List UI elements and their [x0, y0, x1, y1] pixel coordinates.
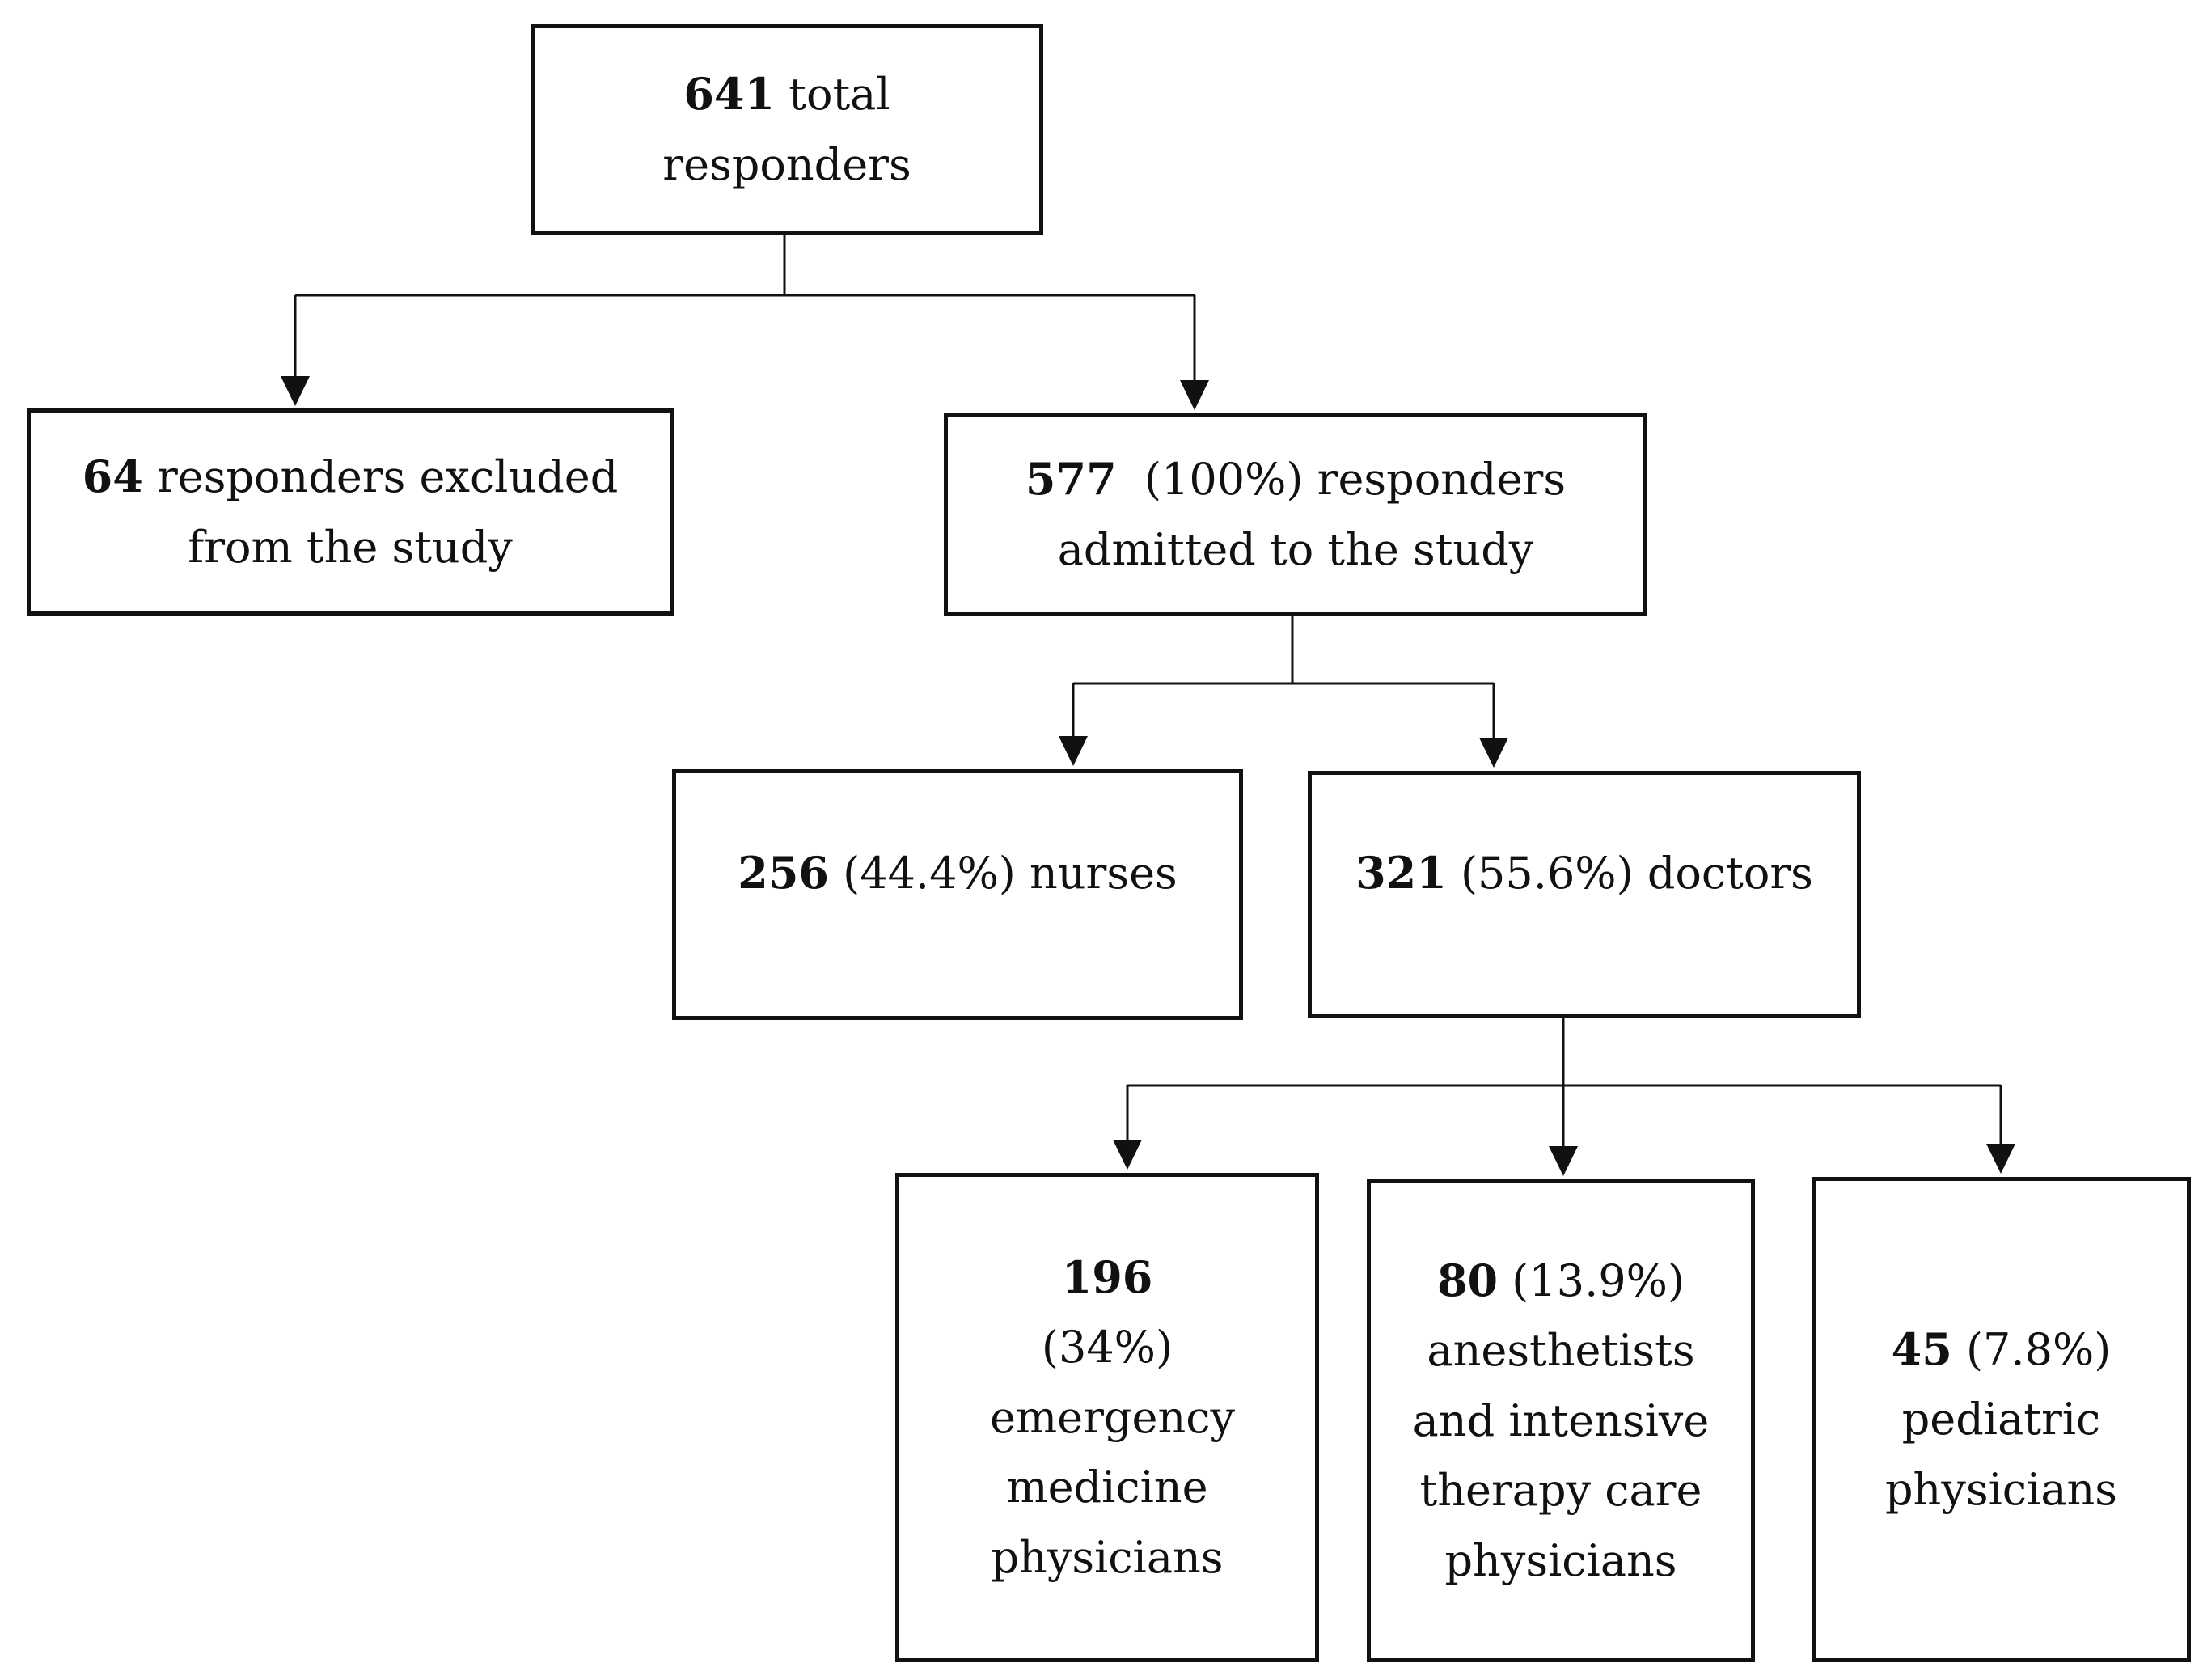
arrowhead-excluded	[281, 376, 310, 406]
admitted-responders-box: 577 (100%) responders admitted to the st…	[944, 413, 1647, 616]
arrowhead-pediatric	[1986, 1144, 2015, 1174]
emergency-label: (34%) emergency medicine physicians	[990, 1322, 1235, 1583]
pediatric-box: 45 (7.8%) pediatric physicians	[1812, 1177, 2191, 1662]
arrowhead-admitted	[1180, 380, 1209, 410]
admitted-label: (100%) responders admitted to the study	[1057, 454, 1580, 575]
total-responders-box: 641 total responders	[531, 24, 1043, 235]
anesthetists-count: 80	[1436, 1255, 1499, 1307]
arrowhead-emergency	[1113, 1140, 1142, 1170]
anesthetists-label: (13.9%) anesthetists and intensive thera…	[1412, 1255, 1710, 1586]
arrowhead-nurses	[1059, 736, 1088, 766]
pediatric-label: (7.8%) pediatric physicians	[1884, 1323, 2118, 1515]
excluded-responders-box: 64 responders excluded from the study	[27, 408, 674, 616]
total-count: 641	[683, 68, 776, 121]
nurses-box: 256 (44.4%) nurses	[672, 769, 1243, 1020]
admitted-count: 577	[1025, 453, 1117, 506]
doctors-count: 321	[1355, 847, 1447, 899]
arrowhead-doctors	[1479, 738, 1508, 768]
emergency-medicine-box: 196 (34%) emergency medicine physicians	[895, 1173, 1319, 1662]
excluded-count: 64	[82, 451, 143, 503]
arrowhead-anesthetists	[1549, 1146, 1578, 1176]
anesthetists-box: 80 (13.9%) anesthetists and intensive th…	[1367, 1179, 1755, 1662]
pediatric-count: 45	[1891, 1322, 1952, 1375]
nurses-label: (44.4%) nurses	[828, 848, 1178, 899]
doctors-box: 321 (55.6%) doctors	[1308, 771, 1861, 1018]
emergency-count: 196	[1061, 1251, 1153, 1304]
nurses-count: 256	[738, 847, 829, 899]
excluded-label: responders excluded from the study	[142, 451, 619, 573]
doctors-label: (55.6%) doctors	[1446, 848, 1813, 899]
total-label: total responders	[662, 69, 911, 190]
